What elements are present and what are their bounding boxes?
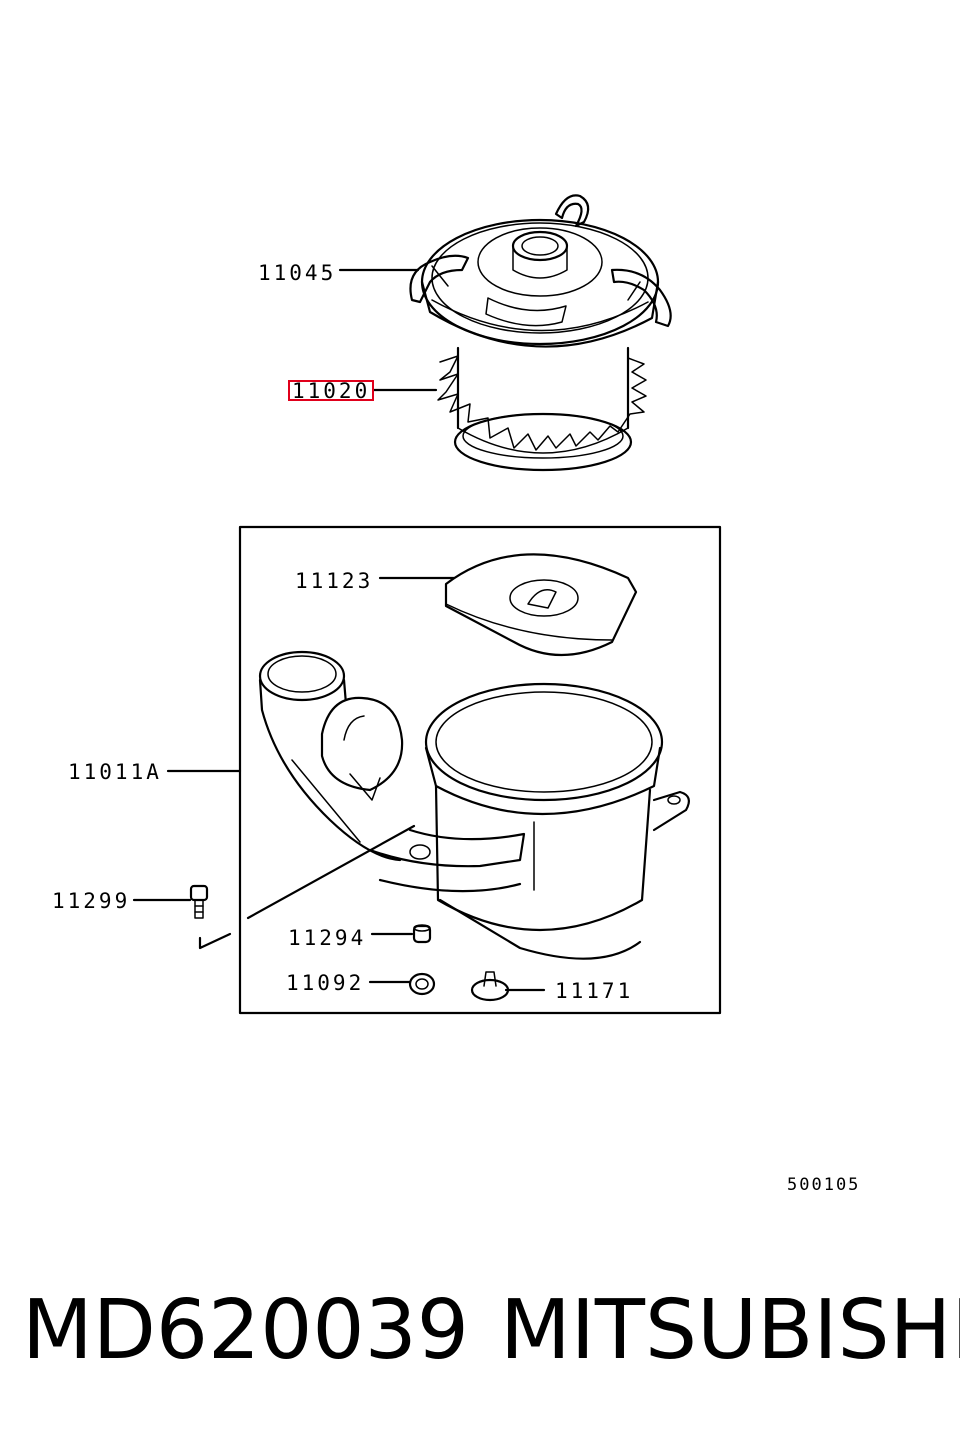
- part-footer: MD620039 MITSUBISHI: [0, 1290, 960, 1390]
- brand-name: MITSUBISHI: [500, 1283, 960, 1378]
- air-cleaner-cover-part[interactable]: [409, 194, 672, 348]
- element-support-part[interactable]: [444, 553, 638, 656]
- callout-11123[interactable]: 11123: [295, 569, 373, 593]
- callout-11294[interactable]: 11294: [288, 926, 366, 950]
- grommet-part[interactable]: [408, 972, 436, 996]
- callout-11092[interactable]: 11092: [286, 971, 364, 995]
- callout-11020[interactable]: 11020: [292, 379, 370, 403]
- air-cleaner-case-part[interactable]: [246, 650, 691, 960]
- leader-lines: [132, 268, 546, 992]
- air-filter-element-part[interactable]: [437, 346, 647, 472]
- callout-11045[interactable]: 11045: [258, 261, 336, 285]
- bolt-part[interactable]: [189, 884, 232, 950]
- highlight-box: [288, 380, 374, 401]
- callout-11299[interactable]: 11299: [52, 889, 130, 913]
- part-number: MD620039: [22, 1283, 469, 1378]
- reference-code: 500105: [787, 1175, 860, 1195]
- callout-11011A[interactable]: 11011A: [68, 760, 162, 784]
- drain-valve-part[interactable]: [470, 971, 510, 1002]
- callout-11171[interactable]: 11171: [555, 979, 633, 1003]
- collar-part[interactable]: [412, 924, 432, 944]
